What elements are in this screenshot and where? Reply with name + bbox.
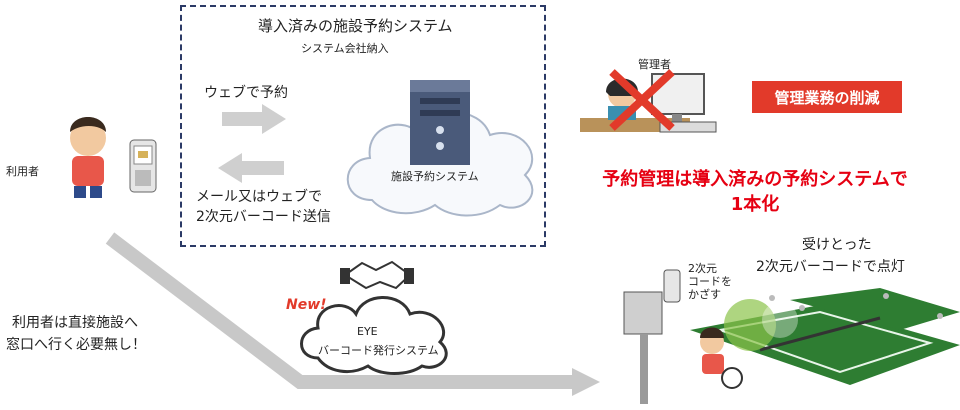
cross-mark-icon <box>609 69 675 131</box>
user-label: 利用者 <box>6 165 39 178</box>
user-person-icon <box>70 117 106 198</box>
server-icon <box>410 80 470 165</box>
mail-label-line1: メール又はウェブで <box>196 189 322 205</box>
system-box-title: 導入済みの施設予約システム <box>258 17 453 35</box>
court-caption-line2: 2次元バーコードで点灯 <box>756 259 905 275</box>
eye-cloud-line1: EYE <box>357 325 378 338</box>
left-note-line1: 利用者は直接施設へ <box>12 315 138 331</box>
phone-note-line1: 2次元 <box>688 262 717 275</box>
phone-note-line2: コードを <box>688 275 732 288</box>
admin-label: 管理者 <box>638 58 671 71</box>
cloud-eye-system <box>300 296 448 375</box>
mail-label-line2: 2次元バーコード送信 <box>196 209 331 225</box>
cloud-reservation-label: 施設予約システム <box>391 170 479 183</box>
arrow-web-reservation <box>222 104 286 134</box>
court-caption-line1: 受けとった <box>802 237 872 253</box>
tennis-court-icon <box>690 288 960 385</box>
path-arrow-to-facility <box>105 232 600 396</box>
tennis-player-icon <box>700 327 743 389</box>
message-line1: 予約管理は導入済みの予約システムで <box>602 169 908 190</box>
gate-post-icon <box>623 269 681 404</box>
new-label: New! <box>286 297 327 313</box>
left-note-line2: 窓口へ行く必要無し！ <box>6 337 146 353</box>
eye-cloud-line2: バーコード発行システム <box>318 344 439 357</box>
mobile-phone-icon <box>129 139 157 193</box>
web-reservation-label: ウェブで予約 <box>204 85 288 101</box>
installed-system-box <box>180 5 546 247</box>
message-line2: 1本化 <box>730 194 780 215</box>
arrow-mail-barcode <box>218 153 284 183</box>
admin-workload-badge: 管理業務の削減 <box>752 81 902 113</box>
phone-note-line3: かざす <box>688 288 721 301</box>
system-box-subtitle: システム会社納入 <box>301 42 389 55</box>
handshake-icon <box>340 260 414 290</box>
